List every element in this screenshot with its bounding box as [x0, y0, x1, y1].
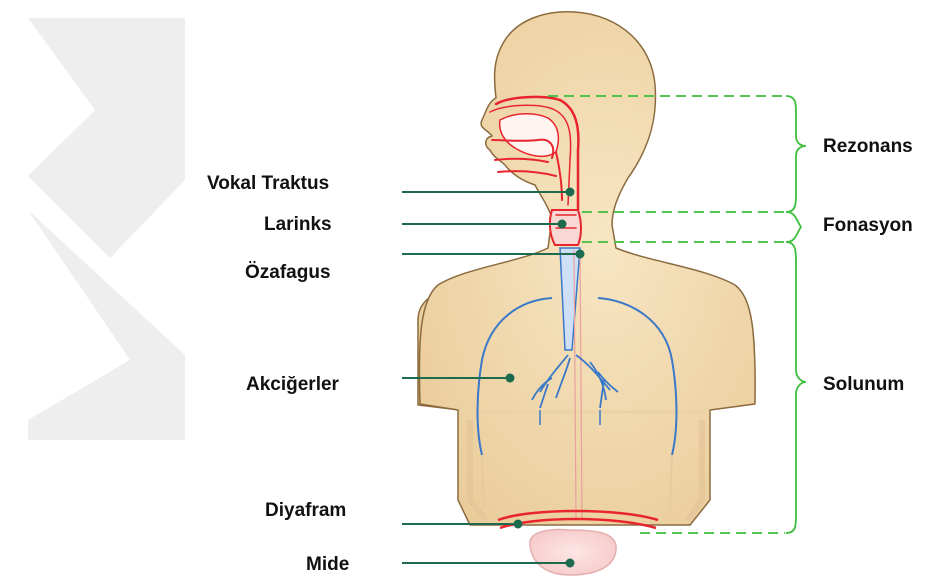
body-silhouette [418, 12, 755, 525]
diaphragm-label: Diyafram [265, 500, 346, 522]
curly-braces [786, 96, 806, 533]
stomach [530, 530, 616, 575]
esophagus-label: Özafagus [245, 262, 331, 284]
respiration-label: Solunum [823, 374, 904, 396]
stomach-label: Mide [306, 554, 349, 576]
resonance-label: Rezonans [823, 136, 913, 158]
respiration-brace [786, 242, 806, 533]
vocal-tract-label: Vokal Traktus [207, 173, 329, 195]
larynx-label: Larinks [264, 214, 332, 236]
phonation-label: Fonasyon [823, 215, 913, 237]
phonation-brace [786, 212, 801, 242]
lungs-label: Akciğerler [246, 374, 339, 396]
resonance-brace [786, 96, 806, 212]
watermark-chevron [28, 18, 185, 440]
